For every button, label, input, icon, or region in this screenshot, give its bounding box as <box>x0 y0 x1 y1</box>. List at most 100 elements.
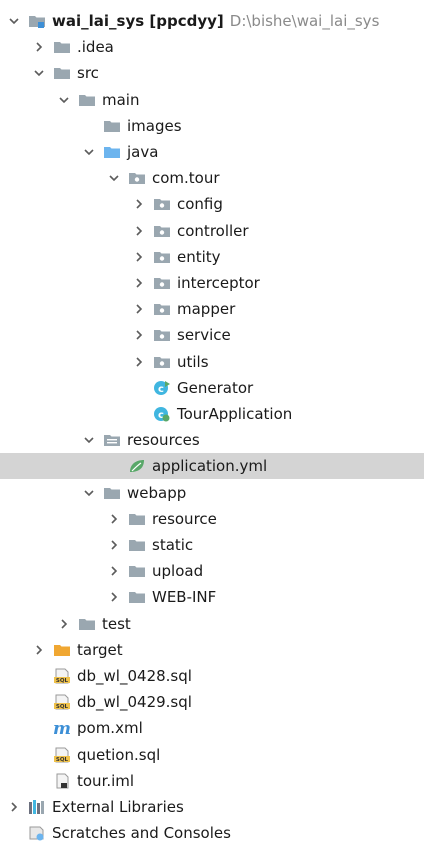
tree-row-root[interactable]: wai_lai_sys [ppcdyy]D:\bishe\wai_lai_sys <box>0 8 424 34</box>
chevron-right-icon[interactable] <box>133 277 145 289</box>
tree-row-label: tour.iml <box>77 771 135 790</box>
tree-row-target[interactable]: target <box>0 637 424 663</box>
chevron-right-icon[interactable] <box>133 198 145 210</box>
folder-icon <box>128 563 146 579</box>
libraries-icon <box>28 799 46 815</box>
tree-row-label: upload <box>152 562 204 581</box>
maven-pom-icon: m <box>53 720 71 736</box>
chevron-right-icon[interactable] <box>133 225 145 237</box>
tree-row-label: service <box>177 326 231 345</box>
iml-file-icon <box>53 773 71 789</box>
tree-row-label: Generator <box>177 378 254 397</box>
folder-icon <box>128 589 146 605</box>
tree-row-label: config <box>177 195 223 214</box>
svg-text:c: c <box>158 410 164 421</box>
toolbar-clip <box>0 0 424 6</box>
tree-row-extlibs[interactable]: External Libraries <box>0 794 424 820</box>
tree-row-config[interactable]: config <box>0 191 424 217</box>
chevron-right-icon[interactable] <box>58 618 70 630</box>
tree-row-resources[interactable]: resources <box>0 427 424 453</box>
svg-text:SQL: SQL <box>56 757 69 763</box>
folder-icon <box>128 511 146 527</box>
folder-icon <box>128 537 146 553</box>
chevron-right-icon[interactable] <box>133 329 145 341</box>
excluded-folder-icon <box>53 642 71 658</box>
tree-row-label: db_wl_0428.sql <box>77 667 192 685</box>
chevron-right-icon[interactable] <box>108 591 120 603</box>
tree-row-main[interactable]: main <box>0 87 424 113</box>
tree-row-webapp[interactable]: webapp <box>0 480 424 506</box>
tree-row-pom[interactable]: m pom.xml <box>0 715 424 741</box>
spring-yml-icon <box>128 458 146 474</box>
tree-row-scratches[interactable]: Scratches and Consoles <box>0 820 424 846</box>
chevron-right-icon[interactable] <box>108 513 120 525</box>
tree-row-service[interactable]: service <box>0 322 424 348</box>
chevron-right-icon[interactable] <box>108 565 120 577</box>
chevron-down-icon[interactable] <box>108 172 120 184</box>
tree-row-tourapp[interactable]: c TourApplication <box>0 401 424 427</box>
tree-row-mapper[interactable]: mapper <box>0 296 424 322</box>
tree-row-sql0429[interactable]: SQL db_wl_0429.sql <box>0 689 424 715</box>
tree-row-entity[interactable]: entity <box>0 244 424 270</box>
tree-row-generator[interactable]: c Generator <box>0 375 424 401</box>
chevron-right-icon[interactable] <box>133 356 145 368</box>
tree-row-label: static <box>152 536 194 554</box>
package-icon <box>153 327 171 343</box>
tree-row-test[interactable]: test <box>0 611 424 637</box>
project-path: D:\bishe\wai_lai_sys <box>229 12 380 30</box>
tree-row-resource[interactable]: resource <box>0 506 424 532</box>
chevron-down-icon[interactable] <box>83 434 95 446</box>
folder-icon <box>78 92 96 108</box>
chevron-down-icon[interactable] <box>83 146 95 158</box>
tree-row-java[interactable]: java <box>0 139 424 165</box>
sql-file-icon: SQL <box>53 747 71 763</box>
scratches-icon <box>28 825 46 841</box>
tree-row-label: TourApplication <box>177 405 293 423</box>
tree-row-label: com.tour <box>152 169 220 188</box>
chevron-right-icon[interactable] <box>133 251 145 263</box>
tree-row-static[interactable]: static <box>0 532 424 558</box>
tree-row-label: images <box>127 116 182 135</box>
tree-row-touriml[interactable]: tour.iml <box>0 768 424 794</box>
chevron-down-icon[interactable] <box>83 487 95 499</box>
tree-row-appyml[interactable]: application.yml <box>0 453 424 480</box>
folder-icon <box>53 39 71 55</box>
java-class-icon: c <box>153 380 171 396</box>
tree-row-label: pom.xml <box>77 719 143 738</box>
tree-row-quetion[interactable]: SQL quetion.sql <box>0 742 424 768</box>
chevron-right-icon[interactable] <box>8 801 20 813</box>
sql-file-icon: SQL <box>53 694 71 710</box>
tree-row-label: mapper <box>177 300 236 319</box>
chevron-right-icon[interactable] <box>33 644 45 656</box>
tree-row-label: quetion.sql <box>77 745 161 764</box>
resources-folder-icon <box>103 432 121 448</box>
tree-row-label: controller <box>177 221 249 240</box>
tree-row-utils[interactable]: utils <box>0 349 424 375</box>
package-icon <box>153 275 171 291</box>
tree-row-label: src <box>77 64 99 83</box>
package-icon <box>153 354 171 370</box>
folder-icon <box>103 118 121 134</box>
tree-row-src[interactable]: src <box>0 60 424 86</box>
chevron-down-icon[interactable] <box>8 15 20 27</box>
tree-row-controller[interactable]: controller <box>0 218 424 244</box>
svg-text:m: m <box>53 720 71 736</box>
folder-icon <box>53 65 71 81</box>
tree-row-label: db_wl_0429.sql <box>77 693 192 712</box>
tree-row-upload[interactable]: upload <box>0 558 424 584</box>
chevron-right-icon[interactable] <box>108 539 120 551</box>
tree-row-label: External Libraries <box>52 798 184 816</box>
tree-row-webinf[interactable]: WEB-INF <box>0 584 424 610</box>
chevron-down-icon[interactable] <box>58 94 70 106</box>
chevron-down-icon[interactable] <box>33 67 45 79</box>
tree-row-idea[interactable]: .idea <box>0 34 424 60</box>
tree-row-comtour[interactable]: com.tour <box>0 165 424 191</box>
tree-row-images[interactable]: images <box>0 113 424 139</box>
svg-text:SQL: SQL <box>56 704 69 710</box>
chevron-right-icon[interactable] <box>133 303 145 315</box>
tree-row-interceptor[interactable]: interceptor <box>0 270 424 296</box>
package-icon <box>153 223 171 239</box>
chevron-right-icon[interactable] <box>33 41 45 53</box>
